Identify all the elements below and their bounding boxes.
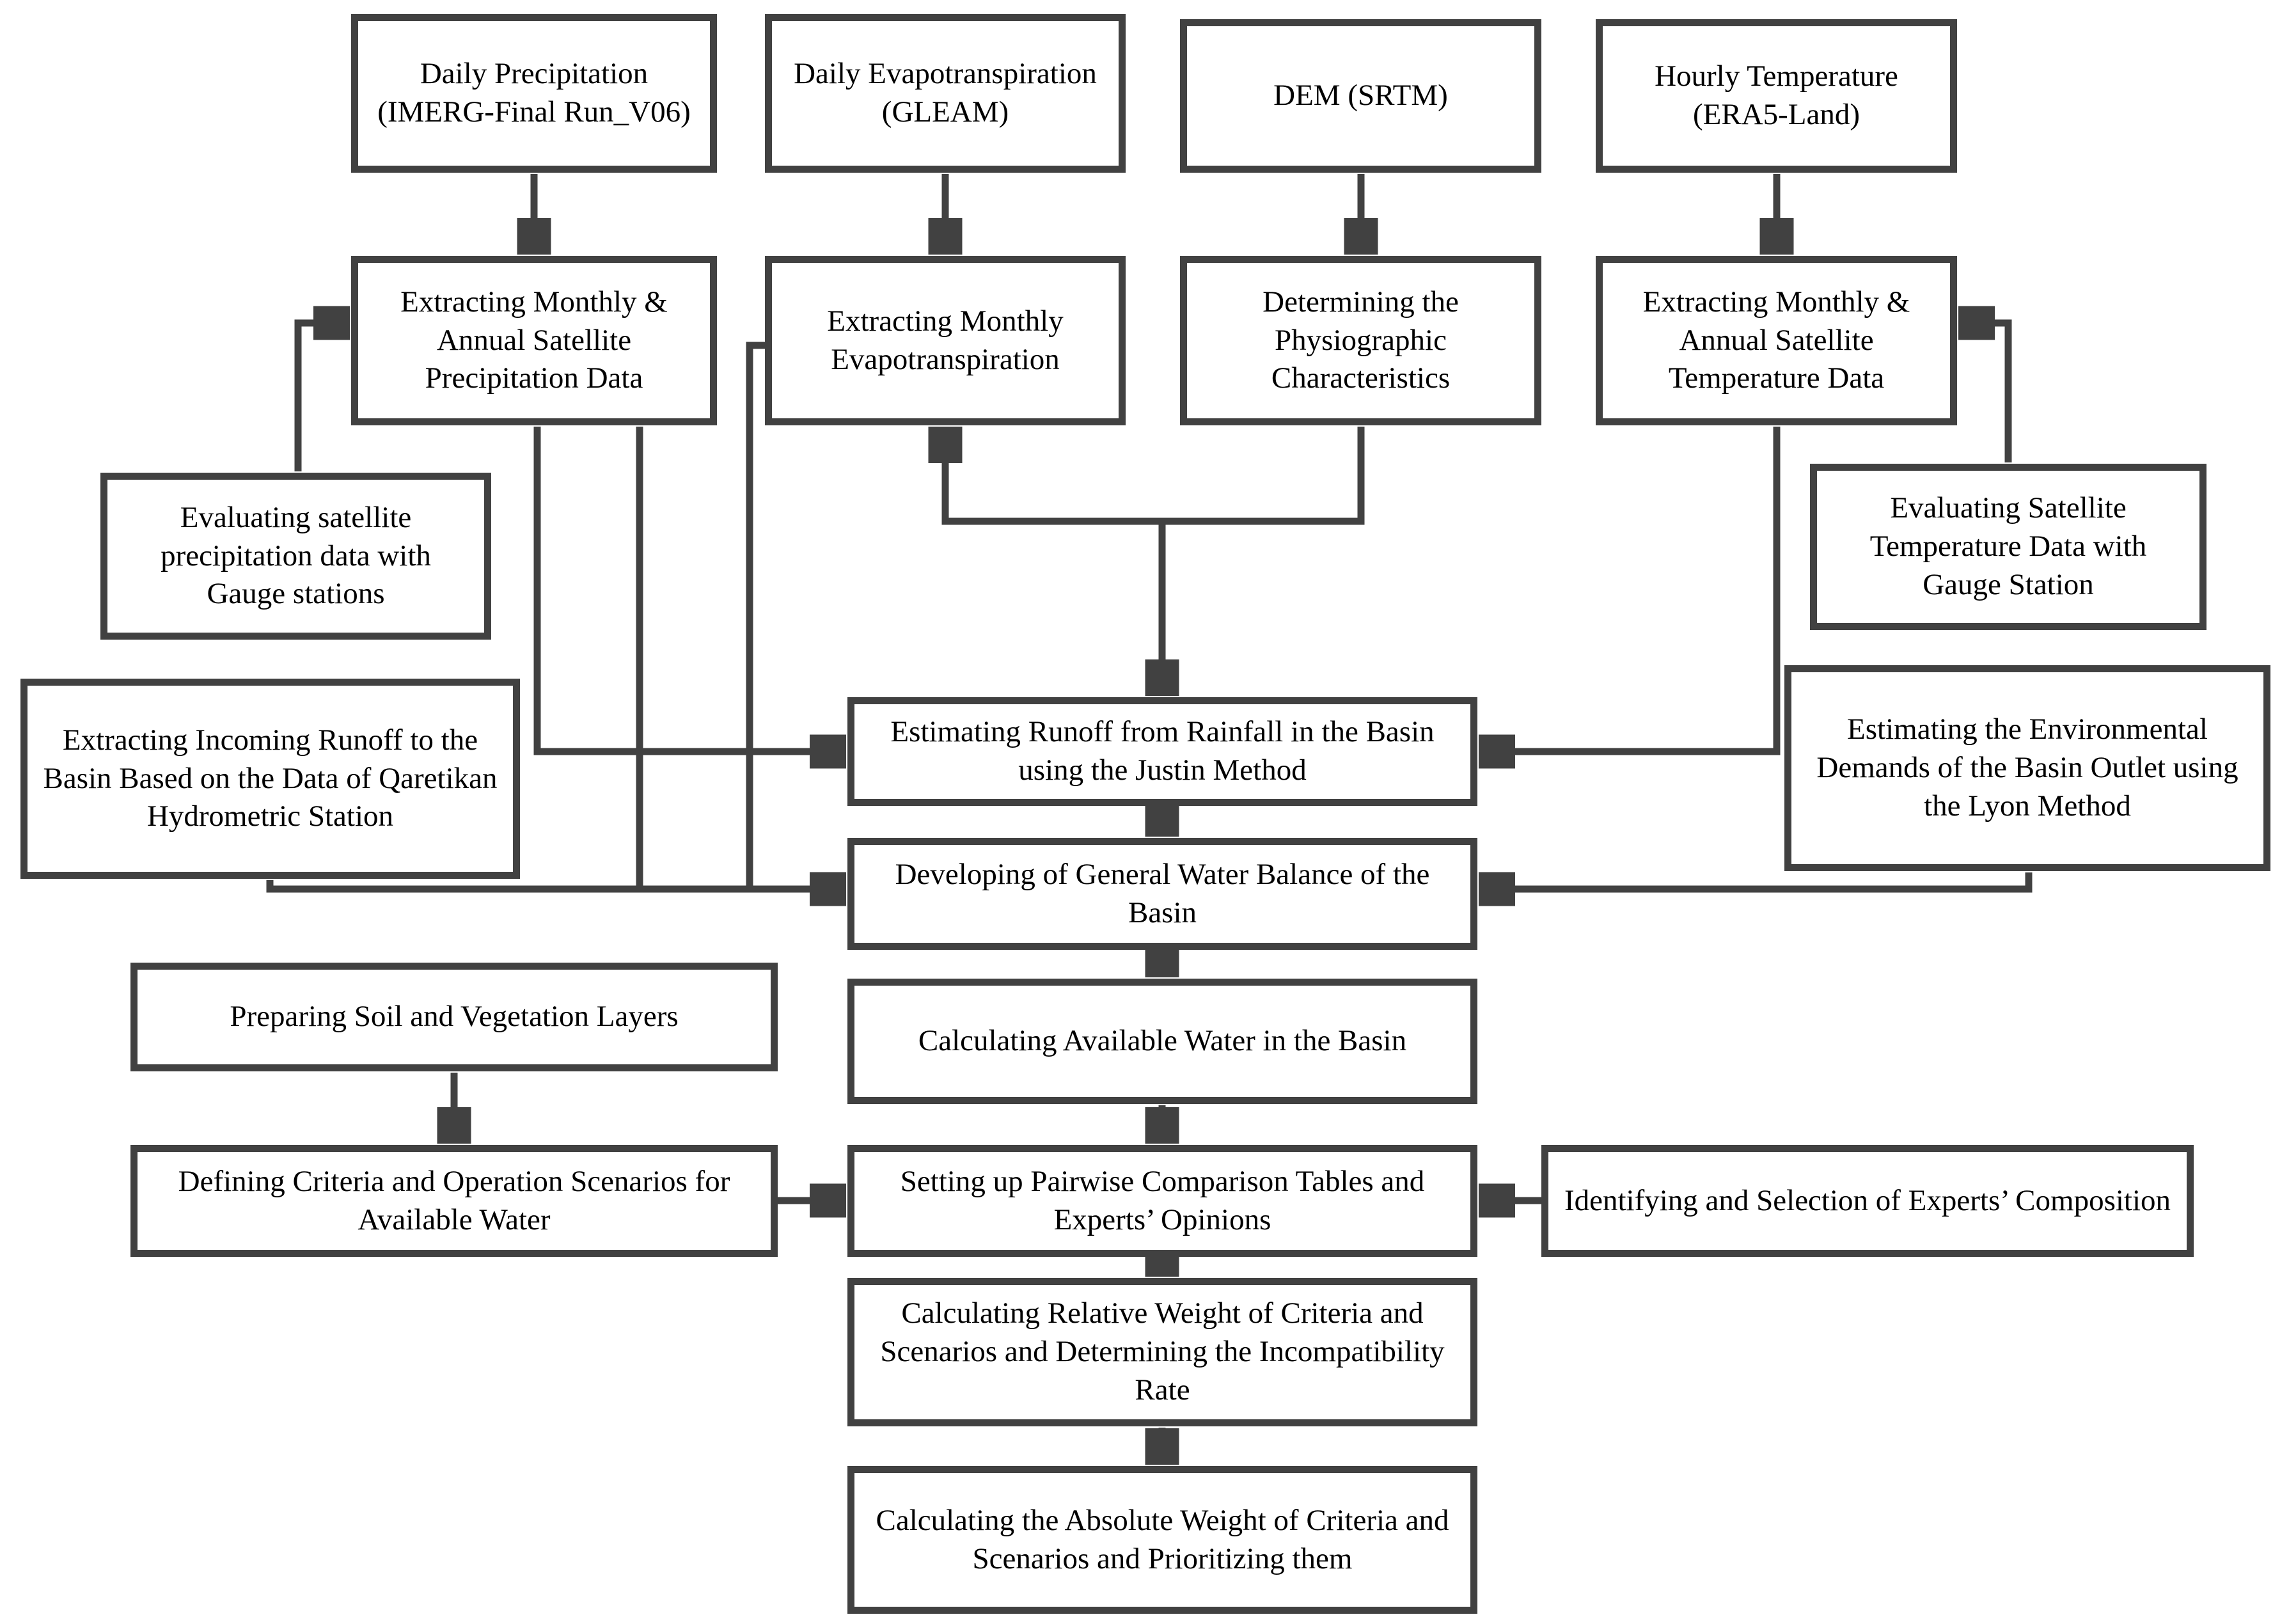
edge-d2-e2: [1485, 872, 2033, 889]
node-physiographic-characteristics: Determining the Physiographic Characteri…: [1180, 256, 1541, 425]
node-extract-temperature-data: Extracting Monthly & Annual Satellite Te…: [1596, 256, 1957, 425]
node-extract-evapotranspiration: Extracting Monthly Evapotranspiration: [765, 256, 1126, 425]
node-evaluate-precipitation: Evaluating satellite precipitation data …: [100, 473, 491, 640]
node-incoming-runoff: Extracting Incoming Runoff to the Basin …: [20, 679, 520, 879]
edge-b1-e1: [533, 427, 840, 752]
edge-d1-b4: [1965, 323, 2012, 462]
node-environmental-demands: Estimating the Environmental Demands of …: [1784, 665, 2270, 871]
node-daily-evapotranspiration: Daily Evapotranspiration (GLEAM): [765, 14, 1126, 173]
node-evaluate-temperature: Evaluating Satellite Temperature Data wi…: [1810, 464, 2206, 630]
node-runoff-justin-method: Estimating Runoff from Rainfall in the B…: [847, 697, 1477, 806]
edge-c1-b1: [294, 323, 343, 471]
edge-b4-e1: [1485, 427, 1781, 752]
edge-b3-b2: [945, 427, 1365, 525]
node-pairwise-comparison: Setting up Pairwise Comparison Tables an…: [847, 1145, 1477, 1257]
node-absolute-weight: Calculating the Absolute Weight of Crite…: [847, 1466, 1477, 1614]
node-available-water: Calculating Available Water in the Basin: [847, 979, 1477, 1104]
node-dem-srtm: DEM (SRTM): [1180, 19, 1541, 173]
node-extract-precipitation-data: Extracting Monthly & Annual Satellite Pr…: [351, 256, 717, 425]
node-hourly-temperature: Hourly Temperature (ERA5-Land): [1596, 19, 1957, 173]
edge-b2-e2: [746, 342, 765, 889]
node-general-water-balance: Developing of General Water Balance of t…: [847, 838, 1477, 950]
node-experts-composition: Identifying and Selection of Experts’ Co…: [1541, 1145, 2194, 1257]
node-soil-vegetation-layers: Preparing Soil and Vegetation Layers: [130, 963, 778, 1071]
node-relative-weight: Calculating Relative Weight of Criteria …: [847, 1278, 1477, 1426]
node-daily-precipitation: Daily Precipitation (IMERG-Final Run_V06…: [351, 14, 717, 173]
edge-c2-e2: [266, 880, 840, 889]
node-criteria-operation-scenarios: Defining Criteria and Operation Scenario…: [130, 1145, 778, 1257]
